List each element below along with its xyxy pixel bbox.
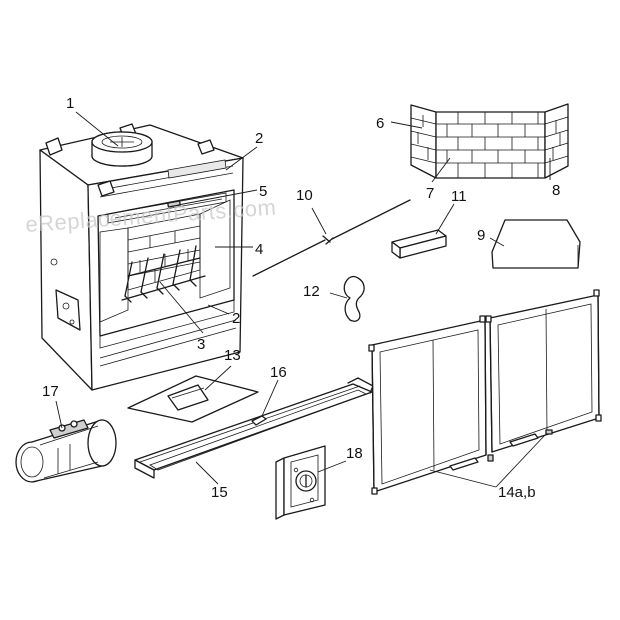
clip bbox=[343, 275, 365, 322]
gasket-sheet bbox=[127, 375, 259, 423]
label-18: 18 bbox=[346, 445, 363, 462]
label-2-bottom: 2 bbox=[232, 310, 240, 327]
flue-collar bbox=[91, 131, 153, 167]
label-16: 16 bbox=[270, 364, 287, 381]
label-4: 4 bbox=[255, 241, 263, 258]
control-knob-plate bbox=[275, 445, 326, 520]
label-9: 9 bbox=[477, 227, 485, 244]
label-11: 11 bbox=[451, 188, 467, 205]
label-3: 3 bbox=[197, 336, 205, 353]
label-12: 12 bbox=[303, 283, 320, 300]
label-2-top: 2 bbox=[255, 130, 263, 147]
label-17: 17 bbox=[42, 383, 59, 400]
label-5: 5 bbox=[259, 183, 267, 200]
label-1: 1 bbox=[66, 95, 74, 112]
label-15: 15 bbox=[211, 484, 228, 501]
label-10: 10 bbox=[296, 187, 313, 204]
control-rod bbox=[252, 199, 411, 277]
grate bbox=[121, 245, 206, 303]
bracket bbox=[391, 229, 447, 259]
label-14ab: 14a,b bbox=[498, 484, 536, 501]
callout-labels: 1 2 5 4 3 2 6 7 8 9 10 11 12 13 16 15 17… bbox=[42, 95, 560, 501]
firebox-unit bbox=[39, 123, 244, 391]
glass-doors bbox=[368, 289, 602, 495]
label-6: 6 bbox=[376, 115, 384, 132]
leader-lines bbox=[55, 111, 551, 488]
blower-duct bbox=[15, 419, 117, 483]
label-7: 7 bbox=[426, 185, 434, 202]
label-13: 13 bbox=[224, 347, 241, 364]
label-8: 8 bbox=[552, 182, 560, 199]
refractory-panels bbox=[410, 103, 569, 179]
hearth-panel bbox=[491, 219, 581, 269]
